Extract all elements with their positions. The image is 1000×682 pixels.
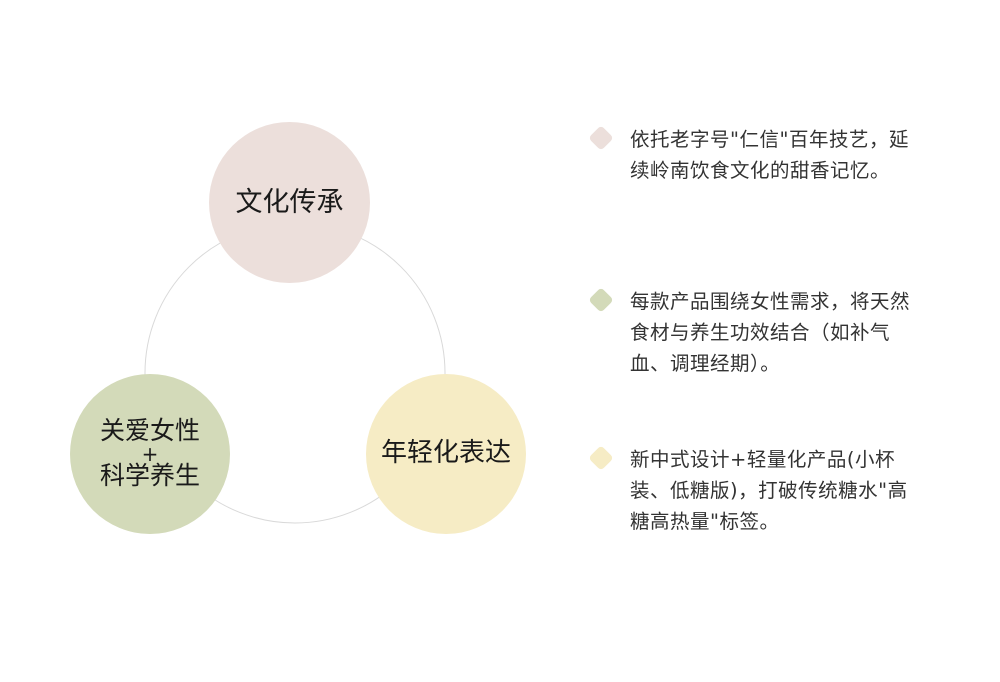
- youthful-expression-circle: 年轻化表达: [366, 374, 526, 534]
- women-care-label: 关爱女性: [99, 416, 200, 446]
- plus-sign: +: [141, 442, 159, 466]
- yellow-bullet-icon: [588, 445, 614, 471]
- culture-heritage-circle: 文化传承: [209, 122, 370, 283]
- youthful-expression-label: 年轻化表达: [380, 438, 511, 469]
- bullet-text: 新中式设计+轻量化产品(小杯装、低糖版)，打破传统糖水"高糖高热量"标签。: [630, 448, 908, 533]
- culture-heritage-label: 文化传承: [235, 186, 344, 218]
- bullet-item-women-care: 每款产品围绕女性需求，将天然食材与养生功效结合（如补气血、调理经期）。: [588, 286, 922, 379]
- bullet-item-youthful: 新中式设计+轻量化产品(小杯装、低糖版)，打破传统糖水"高糖高热量"标签。: [588, 444, 922, 537]
- bullet-text: 依托老字号"仁信"百年技艺，延续岭南饮食文化的甜香记忆。: [630, 128, 909, 182]
- green-bullet-icon: [588, 287, 614, 313]
- scientific-wellness-label: 科学养生: [99, 461, 200, 490]
- women-care-circle: 关爱女性 + 科学养生: [70, 374, 230, 534]
- bullet-text: 每款产品围绕女性需求，将天然食材与养生功效结合（如补气血、调理经期）。: [630, 290, 911, 375]
- pink-bullet-icon: [588, 125, 614, 151]
- bullet-item-culture: 依托老字号"仁信"百年技艺，延续岭南饮食文化的甜香记忆。: [588, 124, 922, 186]
